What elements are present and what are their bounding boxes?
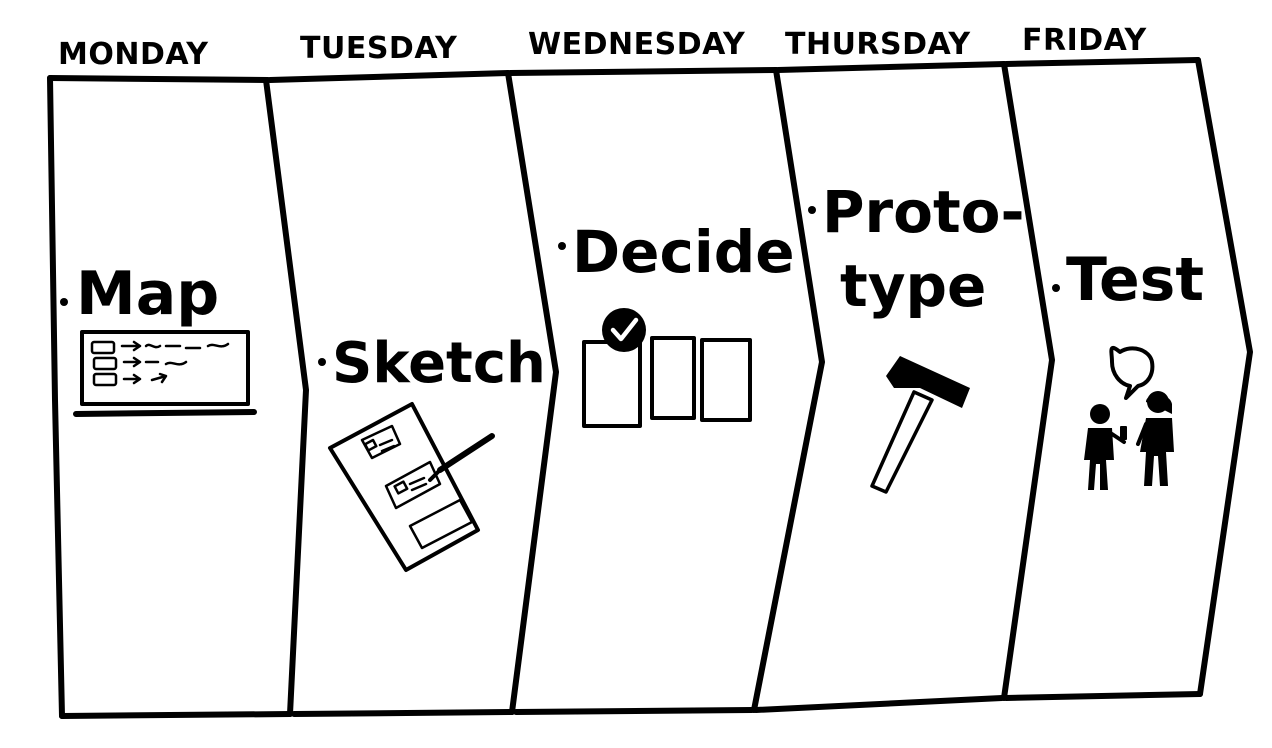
- hammer-icon: [870, 356, 970, 494]
- divider-tue-wed: [505, 70, 559, 715]
- divider-mon-tue: [263, 77, 309, 717]
- phase-label-map: Map: [76, 259, 219, 329]
- phase-label-prototype-line1: Proto-: [822, 178, 1025, 246]
- bullet-dot-decide: [558, 242, 566, 250]
- column-top-thursday: [775, 61, 1007, 73]
- map-board-icon: [73, 330, 257, 417]
- column-top-tuesday: [267, 70, 511, 83]
- column-bottom-thursday: [753, 695, 1005, 713]
- day-label-thursday: THURSDAY: [785, 27, 971, 62]
- bullet-dot-sketch: [318, 358, 326, 366]
- bullet-dot-map: [60, 298, 68, 306]
- phase-label-decide: Decide: [572, 218, 795, 286]
- day-label-tuesday: TUESDAY: [300, 31, 458, 66]
- user-interview-icon: [1084, 345, 1174, 490]
- day-label-wednesday: WEDNESDAY: [528, 27, 746, 62]
- phase-label-prototype-line2: type: [840, 252, 986, 320]
- phase-label-test: Test: [1066, 245, 1204, 315]
- sketch-paper-pen-icon: [328, 402, 495, 572]
- column-bottom-tuesday: [291, 709, 515, 717]
- column-bottom-wednesday: [513, 707, 755, 715]
- column-top-monday: [47, 75, 271, 83]
- column-top-friday: [1003, 57, 1201, 67]
- divider-thu-fri: [1001, 61, 1055, 701]
- column-outlines: [47, 57, 1253, 719]
- day-label-friday: FRIDAY: [1022, 23, 1148, 58]
- bullet-dot-prototype: [808, 206, 816, 214]
- column-bottom-monday: [59, 711, 293, 719]
- column-bottom-friday: [1003, 691, 1203, 701]
- column-left-edge: [47, 75, 65, 719]
- bullet-dot-test: [1052, 284, 1060, 292]
- vote-cards-checkmark-icon: [582, 308, 752, 428]
- divider-wed-thu: [751, 67, 825, 713]
- column-top-wednesday: [507, 67, 779, 76]
- column-right-arrow: [1195, 57, 1253, 697]
- phase-label-sketch: Sketch: [332, 331, 546, 396]
- day-label-monday: MONDAY: [58, 37, 209, 72]
